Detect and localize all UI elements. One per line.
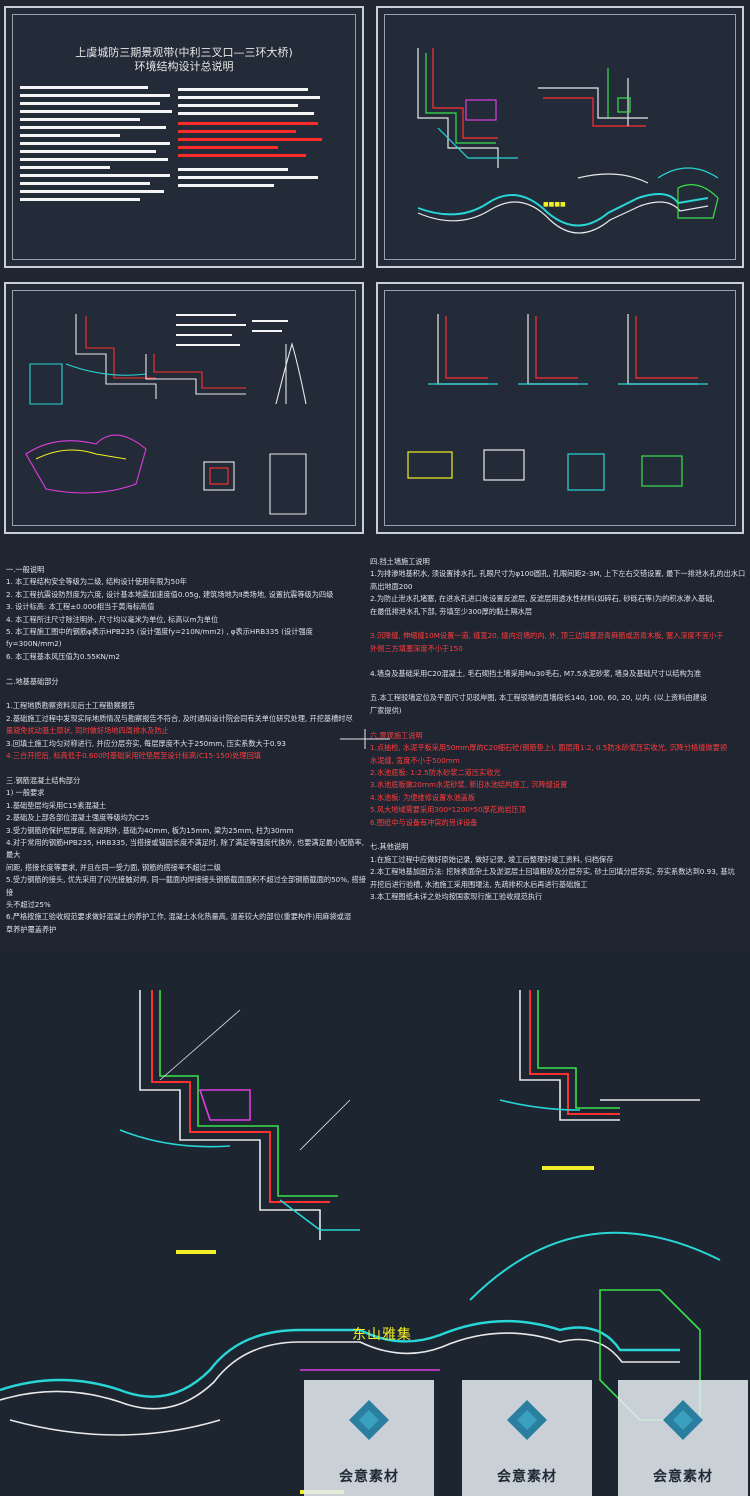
note-line: 3.回填土施工均匀对称进行, 并应分层夯实, 每层厚度不大于250mm, 压实系…: [6, 738, 286, 748]
sheet1-note-lines: [20, 86, 322, 201]
note-line: 高出地面200: [370, 581, 413, 591]
note-line: 4.对于常用的钢筋HPB235, HRB335, 当搭接或锚固长度不满足时, 除…: [6, 837, 364, 860]
note-line: 5.受力钢筋的接头, 优先采用了闪光接触对焊, 同一截面内焊接接头钢筋截面面积不…: [6, 875, 366, 897]
watermark-logo-icon: [663, 1400, 703, 1440]
note-line: [370, 717, 746, 729]
note-line: [6, 688, 366, 700]
note-line: 量避免扰动基土原状, 同时做好场地四周排水及防止: [6, 726, 169, 736]
note-line: [370, 655, 746, 667]
sheet-inner-frame: [384, 14, 736, 260]
note-line: 5. 本工程施工图中的钢筋φ表示HPB235 (设计强度fy=210N/mm2)…: [6, 627, 313, 649]
notes-left-column: 一.一般说明 1. 本工程结构安全等级为二级, 结构设计使用年限为50年 2. 本工…: [6, 564, 366, 936]
sheet-inner-frame: [12, 14, 356, 260]
sheet-subtitle: 环境结构设计总说明: [134, 60, 234, 73]
sheet3-drawing: [25, 314, 307, 515]
drawing-sheet-sections-plan: ■■■■: [376, 6, 744, 268]
note-line: 2.为防止泄水孔堵塞, 在进水孔进口处设置反滤层, 反滤层用透水性材料(如碎石,…: [370, 594, 715, 604]
note-line: 2. 本工程抗震设防烈度为六度, 设计基本地震加速度值0.05g, 建筑场地为Ⅱ…: [6, 589, 334, 599]
watermark-text: 会意素材: [339, 1469, 399, 1485]
note-line: 五.本工程驳墙定位及平面尺寸见驳岸图, 本工程驳墙的直墙段长140, 100, …: [370, 693, 707, 703]
note-line: 6.图纸中与设备有冲突的另详设备: [370, 817, 478, 827]
enlarged-section-and-plan: [0, 990, 721, 1494]
watermark-logo: 会意素材: [618, 1380, 748, 1496]
note-line: 一.一般说明: [6, 565, 45, 574]
note-line: 2.基础施工过程中发现实际地质情况与勘察报告不符合, 及时通知设计院会同有关单位…: [6, 713, 353, 723]
note-line: 1.点抽检, 水泥平板采用50mm厚的C20细石砼(钢筋垫上), 面层用1:2,…: [370, 743, 727, 753]
drawing-sheet-wall-sections: [376, 282, 744, 534]
note-line: 3.本工程图纸未详之处均按国家现行施工验收规范执行: [370, 891, 543, 901]
note-line: 3.受力钢筋的保护层厚度, 除说明外, 基础为40mm, 板为15mm, 梁为2…: [6, 825, 294, 835]
crosshair-cursor: [340, 729, 390, 749]
drawing-sheet-general-notes: 上虞城防三期景观带(中利三叉口—三环大桥) 环境结构设计总说明: [4, 6, 364, 268]
note-line: 4.水池板: 为便维修设置水池盖板: [370, 792, 476, 802]
notes-right-column: 四.挡土墙施工说明 1.为排渗地基积水, 须设置排水孔, 孔眼尺寸为φ100圆孔,…: [370, 556, 746, 903]
note-line: 头不超过25%: [6, 899, 51, 909]
note-line: 2.基础及上部各部位混凝土强度等级均为C25: [6, 813, 150, 823]
note-line: [370, 680, 746, 692]
note-line: [370, 829, 746, 841]
note-line: 3. 设计标高: 本工程±0.000相当于黄海标高值: [6, 602, 155, 612]
sheet2-drawing: ■■■■: [417, 48, 719, 234]
watermark-logo: 会意素材: [462, 1380, 592, 1496]
note-line: [6, 763, 366, 775]
watermark-text: 会意素材: [497, 1469, 557, 1485]
note-line: 1.基础垫层均采用C15素混凝土: [6, 800, 107, 810]
note-line: [370, 618, 746, 630]
note-line: 外侧三方填塞深度不小于150: [370, 643, 463, 653]
sheet-inner-frame: [384, 290, 736, 526]
note-line: 6. 本工程基本风压值为0.55KN/m2: [6, 651, 120, 661]
sheet4-drawing: [407, 314, 708, 491]
drawing-sheet-details: [4, 282, 364, 534]
note-line: 6.严格按施工验收规范要求做好混凝土的养护工作, 混凝土水化热量高, 温差较大的…: [6, 912, 352, 922]
note-line: 1.在施工过程中应做好原始记录, 做好记录, 竣工后整理好竣工资料, 归档保存: [370, 854, 614, 864]
note-line: 1. 本工程结构安全等级为二级, 结构设计使用年限为50年: [6, 577, 187, 587]
note-line: 开挖后进行验槽, 水池施工采用围堰法, 先疏排积水后再进行基础施工: [370, 879, 588, 889]
note-line: 4.墙身及基础采用C20混凝土, 毛石砌挡土墙采用Mu30毛石, M7.5水泥砂…: [370, 668, 702, 678]
note-line: 二.地基基础部分: [6, 676, 59, 686]
note-line: 三.钢筋混凝土结构部分: [6, 775, 81, 785]
note-line: 3.沉降缝, 伸缩缝10M设置一道, 缝宽20, 缝内沿墙的内, 外, 顶三边填…: [370, 631, 724, 641]
sheet-title: 上虞城防三期景观带(中利三叉口—三环大桥): [75, 46, 293, 59]
watermark-logo-icon: [507, 1400, 547, 1440]
note-line: 四.挡土墙施工说明: [370, 557, 430, 566]
note-line: 在最低排泄水孔下部, 夯填至少300厚的黏土隔水层: [370, 606, 533, 616]
svg-text:■■■■: ■■■■: [543, 201, 566, 208]
note-line: 4.三合开挖后, 标高低于0.600时基础采用砼垫层至设计标高(C15-150)…: [6, 751, 261, 761]
note-line: 2.本工程地基加固方法: 挖除表面杂土及淤泥层土回填粗砂及分层夯实, 砂土回填分…: [370, 867, 735, 877]
watermark-logo-icon: [349, 1400, 389, 1440]
watermark-logo: 会意素材: [304, 1380, 434, 1496]
general-notes: 一.一般说明 1. 本工程结构安全等级为二级, 结构设计使用年限为50年 2. 本工…: [0, 548, 750, 950]
note-line: 草养护覆盖养护: [6, 924, 57, 934]
note-line: 六.景观施工说明: [370, 730, 423, 740]
note-line: 3.水池底板做20mm水泥砂浆, 新旧水池结构施工, 沉降缝设置: [370, 780, 568, 790]
note-line: 5.风大地域需要采用300*1200*50厚花岗岩压顶: [370, 805, 526, 815]
note-line: 1) 一般要求: [6, 788, 45, 798]
note-line: 1.为排渗地基积水, 须设置排水孔, 孔眼尺寸为φ100圆孔, 孔眼间距2-3M…: [370, 569, 746, 579]
note-line: 厂家提供): [370, 705, 402, 715]
note-line: 间距, 搭接长度等要求, 并且在同一受力面, 钢筋的搭接率不超过二级: [6, 862, 221, 872]
note-line: 4. 本工程所注尺寸除注明外, 尺寸均以毫米为单位, 标高以m为单位: [6, 614, 219, 624]
note-line: 七.其他说明: [370, 842, 409, 852]
note-line: 水泥缝, 宽度不小于500mm: [370, 755, 460, 765]
watermark-text: 会意素材: [653, 1469, 713, 1485]
note-line: 1.工程地质勘察资料见后土工程勘察报告: [6, 701, 136, 711]
note-line: [6, 663, 366, 675]
area-label-dongshan-yaji: 东山雅集: [352, 1327, 412, 1343]
note-line: 2.水池底板: 1:2.5防水砂浆二道压实收光: [370, 767, 501, 777]
sheet-inner-frame: [12, 290, 356, 526]
